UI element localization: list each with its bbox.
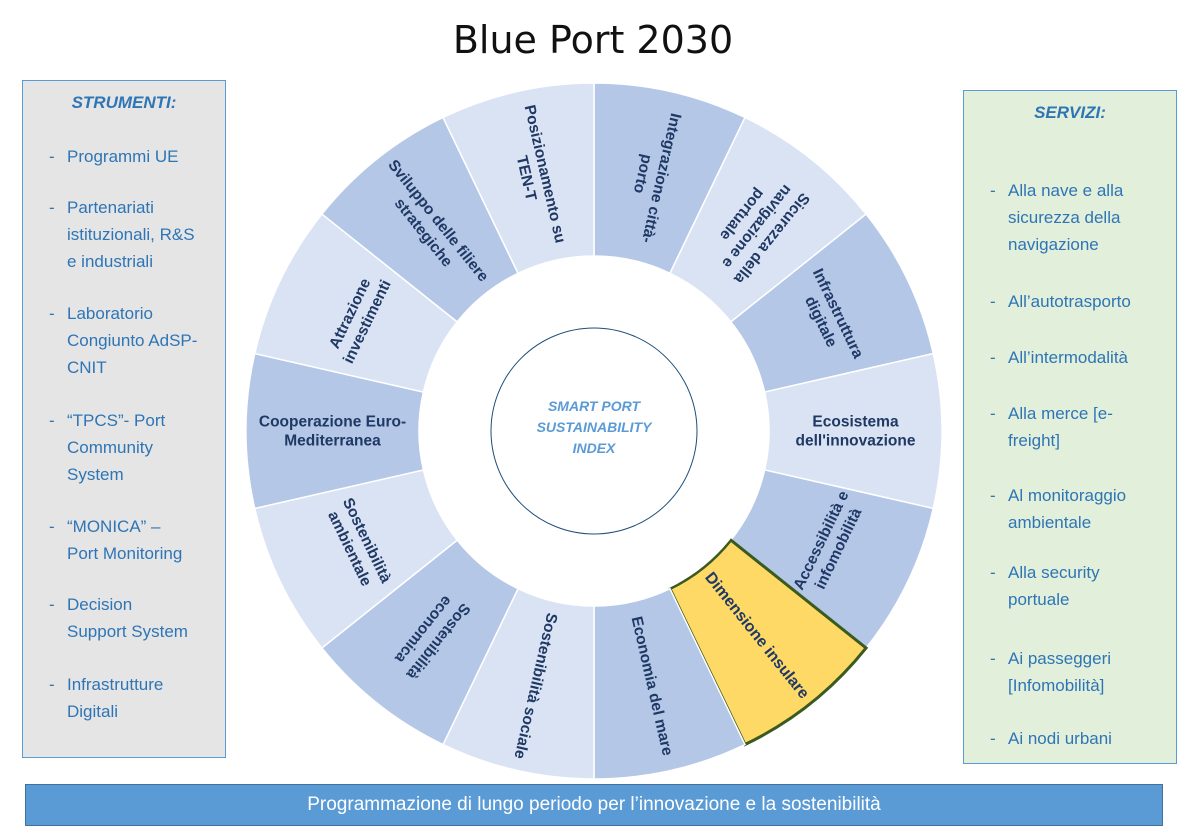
index-label: SMART PORT SUSTAINABILITY INDEX xyxy=(537,398,654,456)
segment-ecosistema: Ecosistema dell'innovazione xyxy=(763,352,943,510)
strumenti-item-text: e industriali xyxy=(67,252,153,271)
bullet-dash: - xyxy=(990,649,996,668)
bullet-dash: - xyxy=(990,729,996,748)
servizi-item-text: Ai nodi urbani xyxy=(1008,729,1112,748)
bullet-dash: - xyxy=(990,486,996,505)
strumenti-item-text: Decision xyxy=(67,595,133,614)
strumenti-item-text: Port Monitoring xyxy=(67,544,183,563)
servizi-item: -Alla merce [e-freight] xyxy=(974,400,1166,454)
diagram-title: Blue Port 2030 xyxy=(452,18,734,62)
servizi-item-text: navigazione xyxy=(1008,235,1099,254)
segment-attrazione: Attrazioneinvestimenti xyxy=(253,212,459,393)
bullet-dash: - xyxy=(990,292,996,311)
strumenti-item-text: Programmi UE xyxy=(67,147,179,166)
strumenti-item-text: Partenariati xyxy=(67,198,154,217)
bullet-dash: - xyxy=(49,675,55,694)
servizi-item: -All’autotrasporto xyxy=(974,288,1166,315)
segment-label-line: Cooperazione Euro- xyxy=(259,414,406,431)
bullet-dash: - xyxy=(49,517,55,536)
servizi-item-text: freight] xyxy=(1008,431,1060,450)
strumenti-item-text: Congiunto AdSP- xyxy=(67,331,198,350)
segment-label-line: Mediterranea xyxy=(284,433,381,450)
strumenti-item-text: Digitali xyxy=(67,702,119,721)
strumenti-item-text: “MONICA” – xyxy=(67,517,161,536)
segment-cooperazione: Cooperazione Euro- Mediterranea xyxy=(245,352,425,510)
segment-infrastruttura: Infrastrutturadigitale xyxy=(729,212,935,393)
index-label-line: SUSTAINABILITY xyxy=(537,419,654,435)
bullet-dash: - xyxy=(990,348,996,367)
strumenti-item: -“MONICA” – Port Monitoring xyxy=(33,513,215,567)
segment-dimensione: Dimensione insulare xyxy=(667,538,869,747)
strumenti-item: -Programmi UE xyxy=(33,143,215,170)
servizi-item-text: All’intermodalità xyxy=(1008,348,1128,367)
bullet-dash: - xyxy=(990,181,996,200)
segment-posizionamento: Posizionamento suTEN-T xyxy=(442,82,595,275)
bullet-dash: - xyxy=(49,411,55,430)
strumenti-heading: STRUMENTI: xyxy=(71,93,177,112)
servizi-item: -Alla nave e alla sicurezza della navigazi… xyxy=(974,177,1166,258)
strumenti-item-text: “TPCS”- Port xyxy=(67,411,166,430)
strumenti-item-text: Support System xyxy=(67,622,188,641)
bullet-dash: - xyxy=(49,198,55,217)
strumenti-item-text: istituzionali, R&S xyxy=(67,225,195,244)
bullet-dash: - xyxy=(49,147,55,166)
segment-ambientale: Sostenibilitàambientale xyxy=(253,469,459,650)
segment-label: Cooperazione Euro- Mediterranea xyxy=(259,414,406,450)
servizi-item-text: ambientale xyxy=(1008,513,1092,532)
strumenti-item-text: CNIT xyxy=(67,358,107,377)
servizi-item-text: All’autotrasporto xyxy=(1008,292,1131,311)
index-label-line: INDEX xyxy=(573,440,617,456)
segment-integrazione: Integrazione città-porto xyxy=(593,82,746,275)
bullet-dash: - xyxy=(49,304,55,323)
strumenti-item-text: System xyxy=(67,465,124,484)
bullet-dash: - xyxy=(990,404,996,423)
bullet-dash: - xyxy=(49,595,55,614)
strumenti-item-text: Community xyxy=(67,438,153,457)
servizi-item-text: [Infomobilità] xyxy=(1008,676,1105,695)
segment-shape xyxy=(442,82,595,275)
segment-label: Ecosistema dell'innovazione xyxy=(796,414,916,450)
servizi-item-text: Ai passeggeri xyxy=(1008,649,1112,668)
servizi-item-text: Al monitoraggio xyxy=(1008,486,1127,505)
servizi-item-text: portuale xyxy=(1008,590,1070,609)
strumenti-item: -Partenariati istituzionali, R&S e industr… xyxy=(33,194,215,275)
servizi-item: -Alla security portuale xyxy=(974,559,1166,613)
servizi-heading: SERVIZI: xyxy=(1034,103,1106,122)
segment-label-line: Ecosistema xyxy=(812,414,899,431)
servizi-item-text: Alla merce [e- xyxy=(1008,404,1113,423)
servizi-item-text: sicurezza della xyxy=(1008,208,1121,227)
strumenti-item-text: Infrastrutture xyxy=(67,675,164,694)
index-label-line: SMART PORT xyxy=(548,398,641,414)
servizi-item: -Ai passeggeri [Infomobilità] xyxy=(974,645,1166,699)
segment-economia: Economia del mare xyxy=(593,587,746,780)
footer-banner: Programmazione di lungo periodo per l’in… xyxy=(25,784,1163,826)
servizi-item: -Al monitoraggio ambientale xyxy=(974,482,1166,536)
segment-accessibilita: Accessibilità einfomobilità xyxy=(729,469,935,650)
servizi-item-text: Alla nave e alla xyxy=(1008,181,1124,200)
segment-label-line: dell'innovazione xyxy=(796,433,916,450)
bullet-dash: - xyxy=(990,563,996,582)
index-circle xyxy=(490,327,698,535)
servizi-item: -All’intermodalità xyxy=(974,344,1166,371)
servizi-item: -Ai nodi urbani xyxy=(974,725,1166,752)
servizi-item-text: Alla security xyxy=(1008,563,1100,582)
segment-sociale: Sostenibilità sociale xyxy=(442,587,595,780)
strumenti-item-text: Laboratorio xyxy=(67,304,154,323)
